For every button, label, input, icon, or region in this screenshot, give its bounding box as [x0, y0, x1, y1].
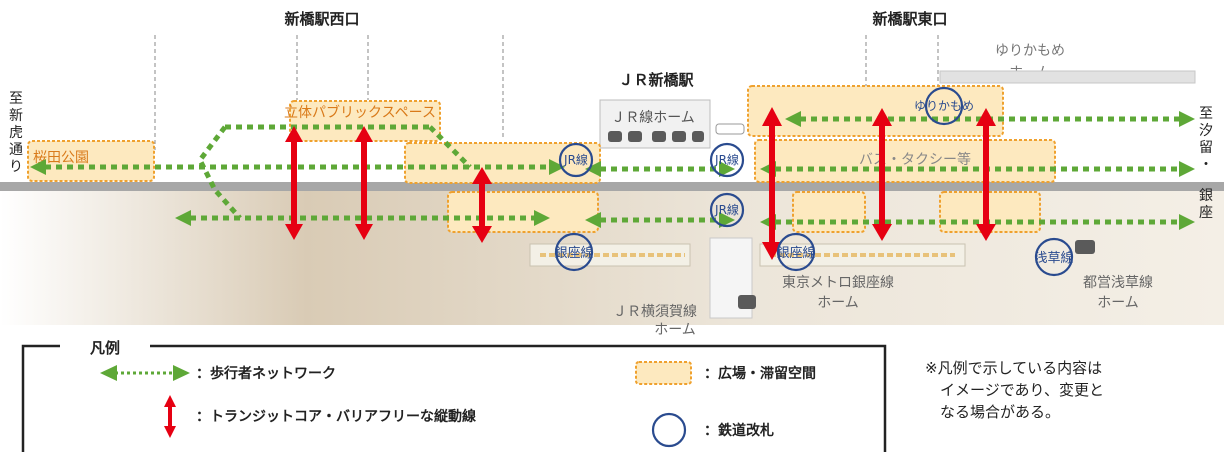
- legend-pedestrian-label: ：歩行者ネットワーク: [196, 365, 336, 382]
- metro-ginza-home-2: ホーム: [817, 295, 859, 311]
- guide-lines: [154, 35, 939, 150]
- plaza-sakurada-park: [27, 140, 155, 182]
- svg-text:虎: 虎: [9, 125, 23, 141]
- ground-line: [0, 182, 1224, 191]
- gate-asakusa: [1034, 237, 1074, 277]
- svg-text:汐: 汐: [1199, 123, 1213, 139]
- gate-ginza-1: [554, 232, 594, 272]
- gate-jr-3: [709, 192, 745, 228]
- train-icon: [608, 131, 704, 142]
- to-shiodome-label: 至 汐 留 ・ 銀 座: [1199, 106, 1213, 221]
- transit-core-arrow-6: [976, 108, 996, 241]
- svg-text:留: 留: [1199, 140, 1213, 156]
- toei-asakusa-home-2: ホーム: [1097, 295, 1139, 311]
- legend-gate-label: ：鉄道改札: [704, 422, 774, 439]
- transit-core-arrow-1: [285, 126, 303, 240]
- gate-jr-2: [709, 142, 745, 178]
- yokosuka-home-1: ＪＲ横須賀線: [613, 304, 697, 320]
- metro-ginza-home-1: 東京メトロ銀座線: [782, 275, 894, 291]
- ticket-gates: JR線 JR線 JR線 ゆりかもめ 銀座線 銀座線 浅草線: [554, 86, 1074, 277]
- bus-icon: [715, 123, 745, 135]
- legend-pedestrian-icon: [100, 365, 190, 381]
- plaza-west-under: [447, 191, 599, 233]
- to-toranomon-label: 至 新 虎 通 り: [9, 91, 23, 175]
- svg-text:通: 通: [9, 142, 23, 158]
- legend-gate-icon: [651, 412, 687, 448]
- note-line-1: ※凡例で示している内容は: [925, 359, 1102, 377]
- west-exit-label: 新橋駅西口: [284, 10, 359, 28]
- yokosuka-home-2: ホーム: [654, 322, 696, 338]
- toei-asakusa-home-1: 都営浅草線: [1083, 275, 1153, 291]
- svg-text:銀座線: 銀座線: [776, 245, 815, 261]
- svg-text:り: り: [9, 159, 23, 175]
- sakurada-park-label: 桜田公園: [33, 150, 89, 166]
- rittai-space-label: 立体パブリックスペース: [284, 104, 436, 121]
- legend-transit-core-label: ：トランジットコア・バリアフリーな縦動線: [196, 408, 476, 425]
- svg-text:JR線: JR線: [563, 152, 588, 167]
- bus-taxi-label: バス・タクシー等: [859, 151, 971, 168]
- legend-plaza-label: ：広場・滞留空間: [704, 365, 816, 382]
- east-exit-label: 新橋駅東口: [872, 10, 947, 28]
- svg-text:至: 至: [9, 91, 23, 107]
- svg-text:JR線: JR線: [714, 152, 739, 167]
- plaza-east-under-1: [792, 191, 866, 233]
- legend-transit-core-icon: [164, 395, 176, 438]
- note-line-3: なる場合がある。: [940, 403, 1060, 421]
- train-icon: [1075, 240, 1095, 254]
- transit-core-arrow-3: [472, 167, 492, 243]
- svg-text:至: 至: [1199, 106, 1213, 122]
- jr-station-label: ＪＲ新橋駅: [618, 71, 694, 89]
- yurikamome-rail: [939, 70, 1196, 84]
- svg-text:銀: 銀: [1199, 188, 1213, 204]
- note-line-2: イメージであり、変更と: [940, 381, 1104, 399]
- ginza-platform-west: [529, 243, 691, 267]
- gate-jr-1: [558, 142, 594, 178]
- gate-ginza-2: [776, 232, 816, 272]
- svg-text:銀座線: 銀座線: [554, 245, 593, 261]
- train-icon: [738, 295, 756, 309]
- legend: 凡例 ：歩行者ネットワーク ：トランジットコア・バリアフリーな縦動線 ：広場・滞…: [21, 339, 887, 452]
- svg-text:・: ・: [1199, 157, 1213, 173]
- svg-text:ゆりかもめ: ゆりかもめ: [914, 99, 974, 113]
- svg-text:座: 座: [1199, 205, 1213, 221]
- transit-core-arrows: [285, 107, 996, 260]
- gate-yurikamome: [924, 86, 964, 126]
- transit-core-arrow-5: [872, 108, 892, 241]
- transit-core-arrow-2: [355, 126, 373, 240]
- jr-home-label: ＪＲ線ホーム: [611, 110, 695, 126]
- transit-core-arrow-4: [762, 107, 782, 260]
- svg-text:新: 新: [9, 108, 23, 124]
- legend-plaza-icon: [635, 361, 692, 385]
- svg-text:JR線: JR線: [714, 202, 739, 217]
- yurikamome-home-label-1: ゆりかもめ: [995, 43, 1065, 59]
- svg-text:浅草線: 浅草線: [1034, 250, 1073, 266]
- legend-title: 凡例: [90, 339, 120, 357]
